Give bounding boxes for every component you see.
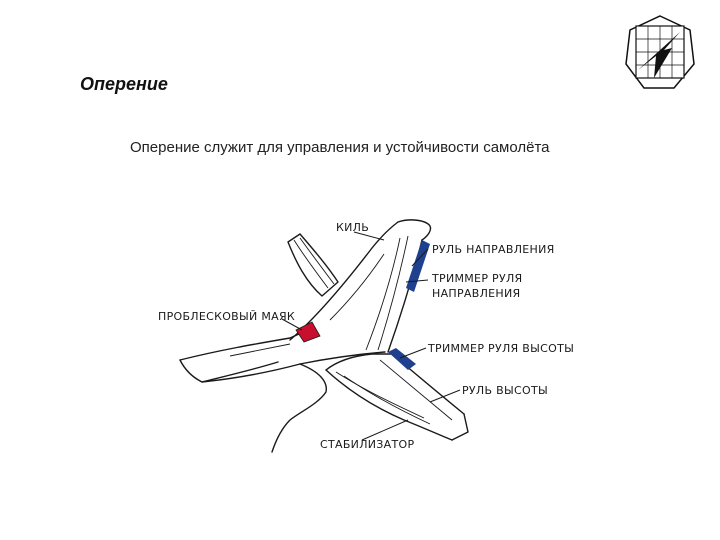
- left-stabilizer: [287, 233, 339, 297]
- label-beacon: ПРОБЛЕСКОВЫЙ МАЯК: [158, 310, 295, 323]
- label-rudder-trim-line2: НАПРАВЛЕНИЯ: [432, 287, 520, 300]
- rudder-trim: [406, 240, 430, 292]
- right-stabilizer: [325, 353, 469, 441]
- elevator-trim-highlight: [388, 348, 416, 370]
- leader-lines: [281, 231, 461, 441]
- fuselage: [179, 329, 327, 453]
- label-stabilizer: СТАБИЛИЗАТОР: [320, 438, 414, 451]
- rudder-trim-highlight: [406, 240, 430, 292]
- slide-subtitle: Оперение служит для управления и устойчи…: [130, 139, 550, 156]
- label-rudder: РУЛЬ НАПРАВЛЕНИЯ: [432, 243, 555, 256]
- label-elevator: РУЛЬ ВЫСОТЫ: [462, 384, 548, 397]
- university-logo-icon: [625, 15, 695, 89]
- slide-title: Оперение: [80, 74, 168, 94]
- label-rudder-trim-line1: ТРИММЕР РУЛЯ: [431, 272, 523, 285]
- vertical-fin: [289, 219, 432, 365]
- beacon-light: [295, 321, 321, 343]
- label-fin: КИЛЬ: [336, 221, 369, 234]
- label-elevator-trim: ТРИММЕР РУЛЯ ВЫСОТЫ: [427, 342, 574, 355]
